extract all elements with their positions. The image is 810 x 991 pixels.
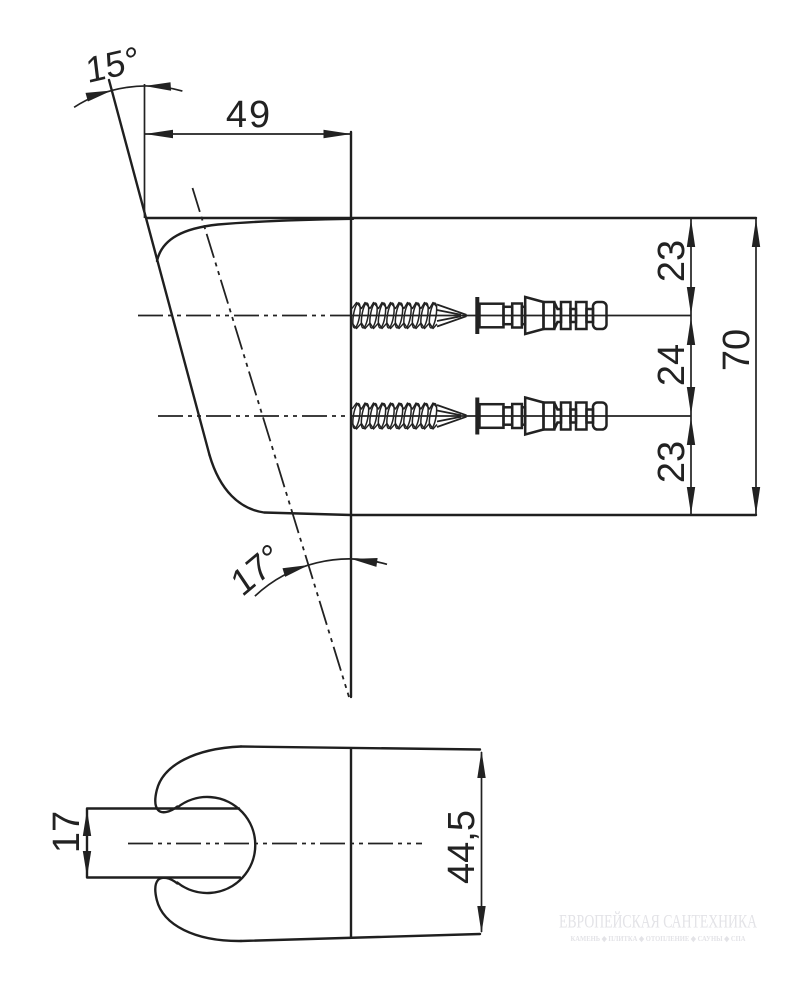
svg-text:24: 24: [651, 344, 693, 386]
svg-text:49: 49: [226, 94, 272, 136]
svg-text:70: 70: [716, 329, 758, 371]
svg-text:23: 23: [651, 240, 693, 282]
svg-text:КАМЕНЬ ◆ ПЛИТКА ◆ ОТОПЛЕНИЕ ◆: КАМЕНЬ ◆ ПЛИТКА ◆ ОТОПЛЕНИЕ ◆ САУНЫ ◆ СП…: [571, 934, 746, 943]
svg-text:23: 23: [651, 441, 693, 483]
svg-text:17: 17: [46, 811, 88, 853]
svg-text:44,5: 44,5: [441, 810, 483, 884]
svg-text:ЕВРОПЕЙСКАЯ САНТЕХНИКА: ЕВРОПЕЙСКАЯ САНТЕХНИКА: [559, 912, 757, 933]
